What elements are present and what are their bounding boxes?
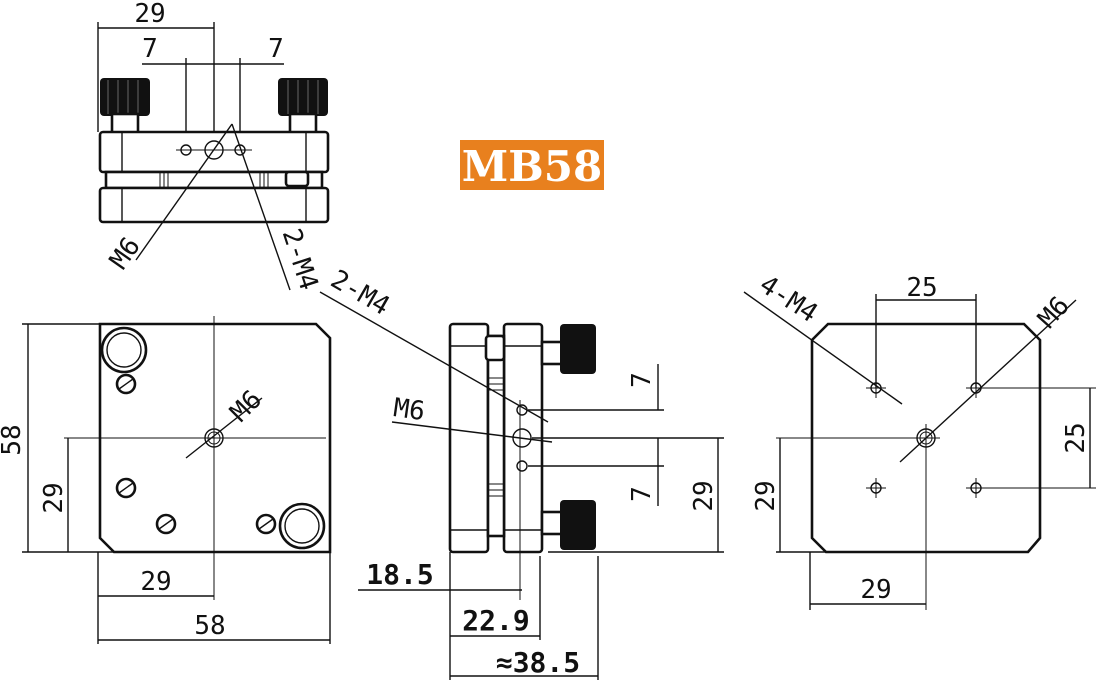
m6-hole-icon [512,428,532,448]
knob-icon [278,502,326,550]
label-top-m6: M6 [104,232,147,275]
dim-side-height: 29 [689,480,719,511]
label-back-4m4: 4-M4 [754,270,823,329]
dim-front-height: 58 [0,424,27,455]
dim-top-width: 29 [134,0,165,29]
dim-front-width: 58 [194,611,225,641]
dim-back-width: 29 [860,575,891,605]
dim-top-offset-right: 7 [268,34,284,64]
dim-side-depth-total: ≈38.5 [496,646,580,679]
label-back-m6: M6 [1032,291,1075,334]
m4-hole-icon [516,460,528,472]
side-plate-left [448,322,490,554]
model-badge: MB58 [460,140,604,191]
knob-right-icon [278,78,328,116]
dim-front-half-height: 29 [39,482,69,513]
label-side-m6: M6 [392,393,427,427]
knob-bottom-icon [560,500,596,550]
side-view: 7 7 29 2-M4 M6 18.5 22.9 ≈38.5 [319,264,724,680]
top-view: 29 7 7 M6 2-M4 [97,0,330,294]
front-view: M6 58 29 29 58 [0,316,332,644]
back-view: 25 25 29 29 4-M4 M6 [743,270,1096,610]
dim-back-spacing-h: 25 [906,273,937,303]
dim-side-spacing-bottom: 7 [627,486,657,502]
knob-icon [100,326,148,374]
dim-top-offset-left: 7 [142,34,158,64]
label-top-2m4: 2-M4 [276,225,324,294]
top-plate [98,130,330,174]
dim-side-spacing-top: 7 [627,372,657,388]
dim-side-depth-1: 18.5 [366,558,433,591]
dim-front-half-width: 29 [140,567,171,597]
bottom-plate [98,186,330,224]
knob-top-icon [560,324,596,374]
dim-back-spacing-v: 25 [1061,422,1091,453]
label-side-2m4: 2-M4 [325,264,394,321]
dim-back-height: 29 [751,480,781,511]
dim-side-depth-2: 22.9 [462,604,529,637]
model-title: MB58 [462,142,602,191]
